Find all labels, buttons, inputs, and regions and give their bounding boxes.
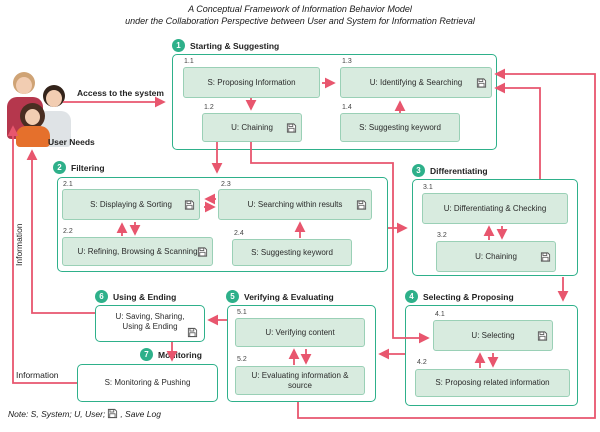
box-1-1: S: Proposing Information (183, 67, 320, 98)
box-2-3-label: U: Searching within results (247, 199, 343, 209)
section5-number-badge: 5 (226, 290, 239, 303)
section4-header: 4 Selecting & Proposing (405, 290, 514, 303)
box-1-2: U: Chaining (202, 113, 302, 142)
box-2-3: U: Searching within results (218, 189, 372, 220)
box-5-1-id: 5.1 (237, 309, 247, 316)
box-5-1-label: U: Verifying content (265, 327, 335, 337)
save-log-icon (356, 199, 367, 210)
section3-header: 3 Differentiating (412, 164, 488, 177)
box-4-1-label: U: Selecting (471, 330, 515, 340)
section1-header: 1 Starting & Suggesting (172, 39, 279, 52)
box-7-label: S: Monitoring & Pushing (104, 378, 191, 387)
save-log-icon (286, 122, 297, 133)
information-horizontal-label: Information (16, 370, 59, 380)
save-log-icon (107, 408, 118, 419)
person1-face (16, 77, 32, 94)
box-6-label-line1: U: Saving, Sharing, (115, 312, 185, 321)
information-vertical-label: Information (14, 223, 24, 266)
section1-title: Starting & Suggesting (190, 40, 280, 51)
box-1-3: U: Identifying & Searching (340, 67, 492, 98)
section2-number-badge: 2 (53, 161, 66, 174)
section6-number-badge: 6 (95, 290, 108, 303)
box-1-4-label: S: Suggesting keyword (359, 122, 441, 132)
box-3-2-id: 3.2 (437, 232, 447, 239)
access-system-label: Access to the system (77, 88, 164, 98)
box-5-2: U: Evaluating information & source (235, 366, 365, 395)
box-2-1-label: S: Displaying & Sorting (90, 199, 172, 209)
box-4-2-id: 4.2 (417, 359, 427, 366)
box-4-2: S: Proposing related information (415, 369, 570, 397)
box-5-1: U: Verifying content (235, 318, 365, 347)
user-needs-label: User Needs (48, 137, 95, 147)
box-3-1-label: U: Differentiating & Checking (443, 203, 547, 213)
save-log-icon (184, 199, 195, 210)
person2-face (46, 90, 62, 107)
box-2-2-label: U: Refining, Browsing & Scanning (77, 246, 198, 256)
box-2-3-id: 2.3 (221, 181, 231, 188)
section3-number-badge: 3 (412, 164, 425, 177)
section1-number-badge: 1 (172, 39, 185, 52)
box-5-2-id: 5.2 (237, 356, 247, 363)
legend-note: Note: S, System; U, User; , Save Log (8, 408, 161, 419)
note-prefix: Note: S, System; U, User; (8, 408, 106, 419)
box-4-2-label: S: Proposing related information (435, 378, 550, 388)
person3-body (16, 126, 50, 147)
section7-box: S: Monitoring & Pushing (77, 364, 218, 402)
diagram-title-line1: A Conceptual Framework of Information Be… (188, 4, 412, 14)
box-1-1-label: S: Proposing Information (207, 77, 296, 87)
box-1-3-id: 1.3 (342, 58, 352, 65)
box-3-1: U: Differentiating & Checking (422, 193, 568, 224)
box-2-2-id: 2.2 (63, 228, 73, 235)
save-log-icon (540, 251, 551, 262)
diagram-title-line2: under the Collaboration Perspective betw… (125, 16, 475, 26)
box-4-1-id: 4.1 (435, 311, 445, 318)
section4-title: Selecting & Proposing (423, 291, 514, 302)
connector-section3-to-1-3 (494, 82, 541, 179)
box-2-1: S: Displaying & Sorting (62, 189, 200, 220)
section5-header: 5 Verifying & Evaluating (226, 290, 334, 303)
box-2-4-label: S: Suggesting keyword (251, 247, 333, 257)
save-log-icon (476, 77, 487, 88)
section7-header: 7 Monitoring (140, 348, 202, 361)
box-1-1-id: 1.1 (184, 58, 194, 65)
box-1-3-label: U: Identifying & Searching (369, 77, 463, 87)
box-6-label-line2: Using & Ending (122, 322, 178, 331)
section7-number-badge: 7 (140, 348, 153, 361)
box-5-2-label: U: Evaluating information & source (251, 370, 349, 390)
save-log-icon (537, 330, 548, 341)
section4-number-badge: 4 (405, 290, 418, 303)
section2-header: 2 Filtering (53, 161, 105, 174)
box-1-2-id: 1.2 (204, 104, 214, 111)
note-suffix: , Save Log (120, 408, 161, 419)
section6-title: Using & Ending (113, 291, 177, 302)
box-3-2-label: U: Chaining (475, 251, 517, 261)
box-1-2-label: U: Chaining (231, 122, 273, 132)
box-3-2: U: Chaining (436, 241, 556, 272)
section6-box: U: Saving, Sharing, Using & Ending (95, 305, 205, 342)
box-2-4: S: Suggesting keyword (232, 239, 352, 266)
box-4-1: U: Selecting (433, 320, 553, 351)
person3-face (25, 109, 40, 125)
section2-title: Filtering (71, 162, 105, 173)
save-log-icon (187, 327, 198, 338)
box-1-4: S: Suggesting keyword (340, 113, 460, 142)
box-1-4-id: 1.4 (342, 104, 352, 111)
box-2-2: U: Refining, Browsing & Scanning (62, 237, 213, 266)
box-2-4-id: 2.4 (234, 230, 244, 237)
section3-title: Differentiating (430, 165, 488, 176)
section5-title: Verifying & Evaluating (244, 291, 334, 302)
section6-header: 6 Using & Ending (95, 290, 176, 303)
section7-title: Monitoring (158, 349, 202, 360)
box-3-1-id: 3.1 (423, 184, 433, 191)
box-2-1-id: 2.1 (63, 181, 73, 188)
save-log-icon (197, 246, 208, 257)
